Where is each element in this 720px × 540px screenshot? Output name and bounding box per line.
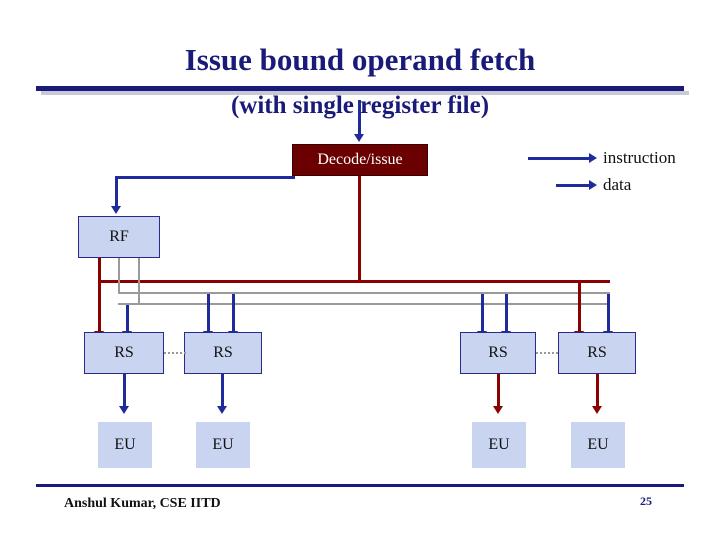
legend-instruction-arrowhead [589, 153, 597, 163]
rf-operand-stem-2 [138, 258, 140, 305]
title-rule-shadow [41, 91, 689, 95]
operand-bus-line-2 [118, 303, 610, 305]
drop-instr-rs1 [126, 305, 129, 335]
reservation-station-1-label: RS [114, 344, 134, 361]
reservation-station-4[interactable]: RS [558, 332, 636, 374]
decode-to-rf-arrowhead [111, 206, 121, 214]
execution-unit-2-label: EU [212, 436, 234, 453]
decode-issue-box[interactable]: Decode/issue [292, 144, 428, 176]
legend-data-arrowhead [589, 180, 597, 190]
execution-unit-1-label: EU [114, 436, 136, 453]
rf-to-data-bus-stem [98, 258, 101, 282]
rs-group-dots-left [164, 352, 186, 354]
legend-label-instruction: instruction [603, 148, 676, 167]
decode-issue-label: Decode/issue [317, 151, 403, 168]
title-rule [36, 86, 684, 91]
page-title: Issue bound operand fetch [184, 42, 536, 77]
execution-unit-4-label: EU [587, 436, 609, 453]
rs1-to-eu1-line [123, 374, 126, 408]
execution-unit-2[interactable]: EU [196, 422, 250, 468]
decode-input-line [358, 100, 361, 136]
drop-data-rs4 [578, 283, 581, 335]
execution-unit-1[interactable]: EU [98, 422, 152, 468]
rf-operand-stem-1 [118, 258, 120, 294]
reservation-station-1[interactable]: RS [84, 332, 164, 374]
execution-unit-4[interactable]: EU [571, 422, 625, 468]
drop-data-rs1 [98, 283, 101, 335]
legend-label-data: data [603, 175, 632, 194]
decode-to-rf-v [115, 176, 118, 208]
rs4-to-eu4-line [596, 374, 599, 408]
execution-unit-3[interactable]: EU [472, 422, 526, 468]
drop-instr-rs3-a [481, 294, 484, 335]
rs2-to-eu2-arrowhead [217, 406, 227, 414]
rs2-to-eu2-line [221, 374, 224, 408]
decode-input-arrowhead [354, 134, 364, 142]
drop-instr-rs3-b [505, 294, 508, 335]
drop-instr-rs2-a [207, 294, 210, 335]
reservation-station-4-label: RS [587, 344, 607, 361]
page-number: 25 [640, 494, 652, 508]
execution-unit-3-label: EU [488, 436, 510, 453]
operand-bus-line-1 [118, 292, 610, 294]
rs4-to-eu4-arrowhead [592, 406, 602, 414]
decode-to-rf-h [115, 176, 295, 179]
rs3-to-eu3-line [497, 374, 500, 408]
reservation-station-2[interactable]: RS [184, 332, 262, 374]
legend-data-line [556, 184, 590, 187]
footer-author: Anshul Kumar, CSE IITD [64, 496, 221, 511]
rs-group-dots-right [536, 352, 558, 354]
legend-instruction-line [528, 157, 590, 160]
data-bus-line [98, 280, 610, 283]
register-file-box[interactable]: RF [78, 216, 160, 258]
rs3-to-eu3-arrowhead [493, 406, 503, 414]
decode-bottom-stem [358, 176, 361, 280]
drop-instr-rs2-b [232, 294, 235, 335]
reservation-station-2-label: RS [213, 344, 233, 361]
register-file-label: RF [109, 228, 129, 245]
reservation-station-3-label: RS [488, 344, 508, 361]
rs1-to-eu1-arrowhead [119, 406, 129, 414]
drop-instr-rs4 [607, 294, 610, 335]
footer-rule [36, 484, 684, 487]
reservation-station-3[interactable]: RS [460, 332, 536, 374]
